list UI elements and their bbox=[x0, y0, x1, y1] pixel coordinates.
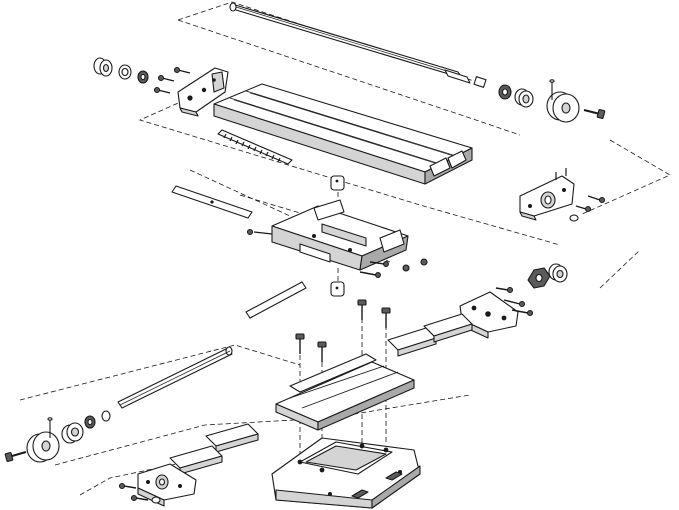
upper-handwheel-group bbox=[473, 76, 606, 123]
end-bracket-upper-left bbox=[177, 67, 229, 117]
top-table bbox=[213, 83, 473, 185]
gib-strip-serrated bbox=[217, 129, 293, 165]
carriage-screws bbox=[359, 258, 428, 278]
bearing-ring-lower bbox=[61, 422, 84, 444]
handwheel-upper bbox=[546, 79, 580, 123]
gib-thin-strip bbox=[245, 281, 307, 319]
handwheel-handle-screw bbox=[583, 109, 606, 119]
lower-handwheel-group bbox=[4, 410, 111, 463]
upper-left-bearing-group bbox=[93, 57, 229, 117]
handwheel-lower bbox=[26, 417, 60, 463]
end-bracket-upper-right bbox=[519, 168, 575, 221]
small-screws-upper-right bbox=[569, 195, 606, 222]
middle-saddle-carriage bbox=[246, 175, 409, 297]
small-screws-upper-left bbox=[153, 66, 191, 94]
lower-cross-slide bbox=[275, 353, 415, 431]
bearing-ring-upper bbox=[514, 88, 534, 108]
gib-flat-bar bbox=[171, 185, 253, 219]
lower-lead-screw bbox=[117, 346, 233, 409]
bearing-left-upper bbox=[93, 57, 113, 77]
handwheel-handle-screw-lower bbox=[4, 451, 27, 462]
lower-gib-segments bbox=[169, 423, 259, 475]
vertical-screws-lower bbox=[295, 299, 391, 362]
end-bracket-lower-left bbox=[118, 463, 197, 507]
base-plate bbox=[271, 437, 421, 509]
middle-right-nut-bearing bbox=[527, 263, 568, 289]
middle-gib-segments bbox=[387, 313, 473, 357]
upper-lead-screw bbox=[229, 2, 471, 84]
